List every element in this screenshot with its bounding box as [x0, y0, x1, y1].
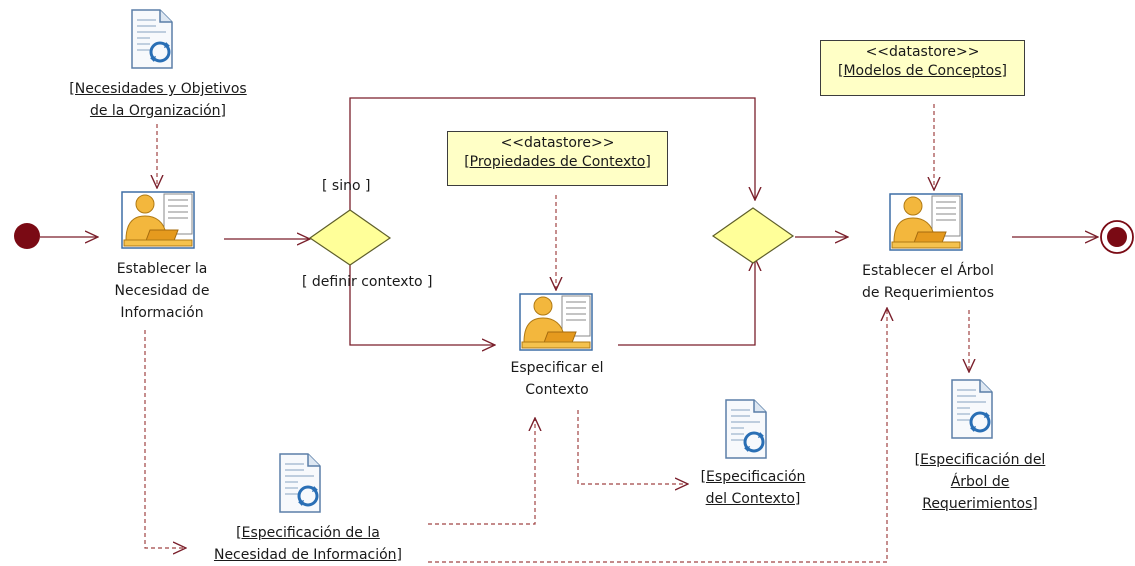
- flow-sino: [349, 97, 755, 218]
- decision-node: [308, 209, 392, 266]
- action-icon-establecer-necesidad: [121, 191, 195, 249]
- document-label-line: [Especificación del: [914, 452, 1046, 468]
- initial-node: [14, 223, 40, 249]
- object-flows: [144, 104, 969, 563]
- action-label-line: Establecer la: [116, 261, 208, 277]
- control-flows: [40, 97, 1098, 346]
- datastore-stereotype: <<datastore>>: [865, 44, 980, 60]
- document-label-line: [Especificación de la: [236, 525, 380, 541]
- action-icon-especificar-contexto: [519, 293, 593, 351]
- objflow-especificar-to-doc3: [577, 410, 688, 484]
- objflow-doc2-to-arbol: [428, 308, 887, 563]
- document-label-line: de la Organización]: [89, 103, 227, 119]
- action-label-establecer-necesidad: Establecer la Necesidad de Información: [100, 258, 224, 324]
- action-label-establecer-arbol: Establecer el Árbol de Requerimientos: [838, 260, 1018, 304]
- action-icon-establecer-arbol: [889, 193, 963, 251]
- document-label-line: Requerimientos]: [922, 496, 1038, 512]
- final-node: [1100, 220, 1134, 254]
- action-label-line: Información: [120, 305, 204, 321]
- document-icon-especificacion-necesidad: [278, 452, 322, 514]
- document-label-line: del Contexto]: [705, 491, 801, 507]
- document-label-line: Árbol de: [950, 474, 1010, 490]
- action-label-line: Necesidad de: [114, 283, 210, 299]
- datastore-propiedades-contexto: <<datastore>> [Propiedades de Contexto]: [447, 131, 668, 186]
- datastore-stereotype: <<datastore>>: [500, 135, 615, 151]
- document-icon-necesidades: [130, 8, 174, 70]
- action-label-line: Establecer el Árbol: [862, 263, 994, 279]
- action-label-line: Especificar el: [510, 360, 604, 376]
- datastore-name: [Modelos de Conceptos]: [838, 63, 1007, 79]
- document-label-especificacion-contexto: [Especificación del Contexto]: [688, 466, 818, 510]
- document-icon-especificacion-arbol: [950, 378, 994, 440]
- action-label-line: Contexto: [525, 382, 589, 398]
- action-label-especificar-contexto: Especificar el Contexto: [492, 357, 622, 401]
- merge-node: [711, 207, 795, 264]
- objflow-doc2-to-especificar: [428, 418, 535, 525]
- objflow-establecer-to-doc2: [144, 330, 186, 548]
- action-label-line: de Requerimientos: [861, 285, 995, 301]
- guard-sino: [ sino ]: [322, 178, 371, 194]
- document-label-line: [Especificación: [700, 469, 806, 485]
- flow-especificar-to-merge: [618, 258, 755, 346]
- datastore-name: [Propiedades de Contexto]: [464, 154, 651, 170]
- document-label-especificacion-necesidad: [Especificación de la Necesidad de Infor…: [190, 522, 426, 566]
- datastore-modelos-conceptos: <<datastore>> [Modelos de Conceptos]: [820, 40, 1025, 96]
- document-label-necesidades: [Necesidades y Objetivos de la Organizac…: [50, 78, 266, 122]
- flow-definir-contexto: [349, 260, 495, 345]
- guard-definir-contexto: [ definir contexto ]: [302, 274, 433, 290]
- document-icon-especificacion-contexto: [724, 398, 768, 460]
- document-label-line: Necesidad de Información]: [213, 547, 403, 563]
- document-label-line: [Necesidades y Objetivos: [69, 81, 247, 97]
- document-label-especificacion-arbol: [Especificación del Árbol de Requerimien…: [900, 449, 1060, 515]
